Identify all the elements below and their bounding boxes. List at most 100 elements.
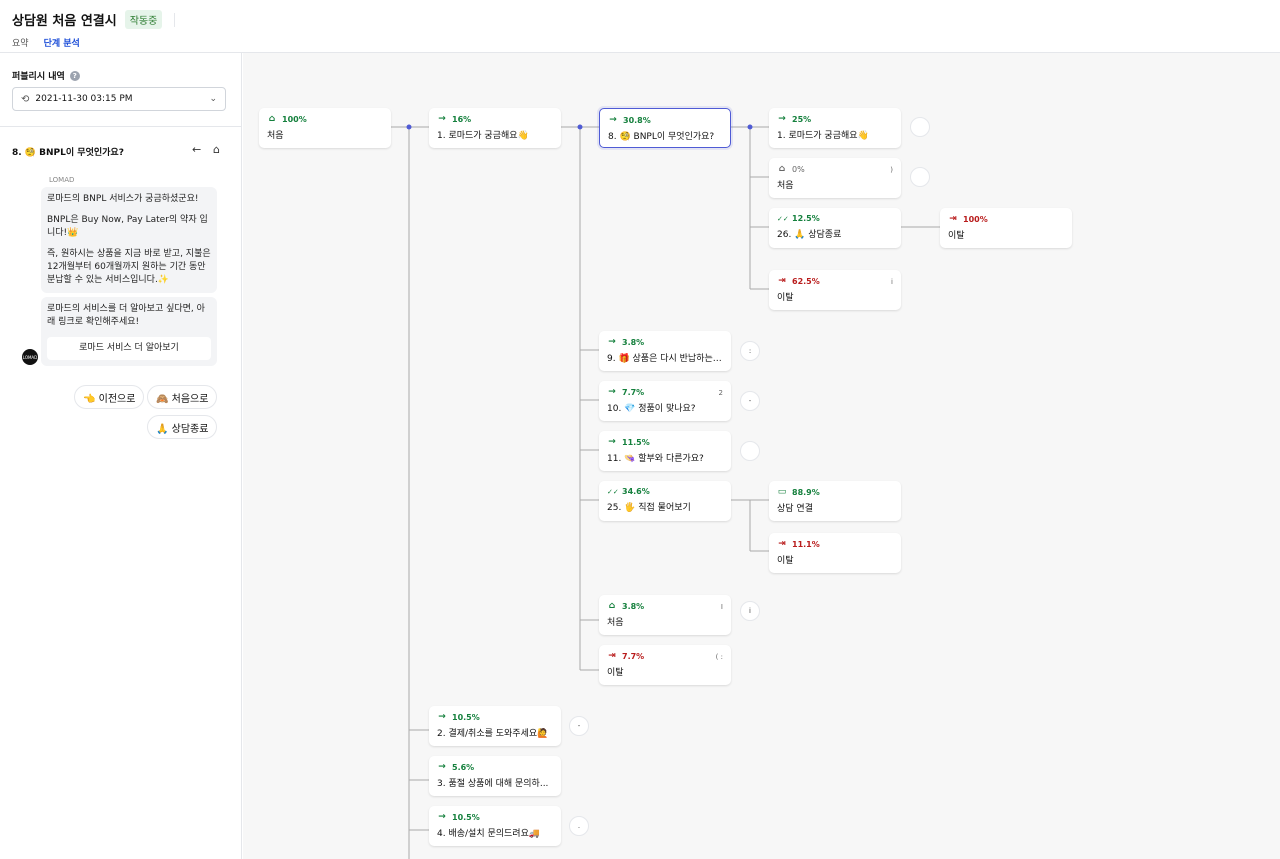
node-menu-glyph[interactable]: ) bbox=[890, 166, 893, 174]
home-icon: ⌂ bbox=[778, 164, 786, 174]
double-check-icon: ✓✓ bbox=[607, 487, 619, 496]
node-label: 이탈 bbox=[607, 668, 624, 678]
node-header: →7.7% bbox=[607, 387, 723, 397]
node-label: 1. 로마드가 궁금해요👋 bbox=[777, 131, 869, 141]
node-percentage: 0% bbox=[792, 164, 805, 174]
arrow-right-icon: → bbox=[438, 114, 446, 124]
exit-icon: ⇥ bbox=[608, 651, 616, 661]
node-header: →3.8% bbox=[607, 337, 723, 347]
arrow-right-icon: → bbox=[438, 712, 446, 722]
home-icon: ⌂ bbox=[268, 114, 276, 124]
node-header: →5.6% bbox=[437, 762, 553, 772]
quick-reply-prev[interactable]: 👈 이전으로 bbox=[74, 385, 145, 409]
node-label: 이탈 bbox=[948, 231, 965, 241]
service-link-button[interactable]: 로마드 서비스 더 알아보기 bbox=[47, 337, 211, 361]
node-label: 26. 🙏 상담종료 bbox=[777, 230, 842, 240]
home-icon[interactable]: ⌂ bbox=[213, 143, 220, 156]
node-header: →10.5% bbox=[437, 812, 553, 822]
node-label: 9. 🎁 상품은 다시 반납하는 ... bbox=[607, 354, 723, 364]
chat-bubble-with-link: 로마드의 서비스를 더 알아보고 싶다면, 아래 링크로 확인해주세요! 로마드… bbox=[41, 297, 217, 367]
tab-summary[interactable]: 요약 bbox=[12, 39, 29, 49]
node-header: ▭88.9% bbox=[777, 487, 893, 497]
node-header: ⇥100% bbox=[948, 214, 1064, 224]
node-header: ⌂3.8% bbox=[607, 601, 723, 611]
node-header: → 10.5% bbox=[437, 712, 553, 722]
arrow-right-icon: → bbox=[608, 437, 616, 447]
flow-node[interactable]: → 16% 1. 로마드가 궁금해요👋 bbox=[429, 108, 561, 148]
node-label: 처음 bbox=[267, 131, 284, 141]
message-text: 로마드의 BNPL 서비스가 궁금하셨군요! bbox=[47, 194, 199, 204]
node-label: 8. 🧐 BNPL이 무엇인가요? bbox=[608, 132, 715, 142]
flow-node[interactable]: ⌂ 0% 처음) bbox=[769, 158, 901, 198]
flow-node[interactable]: ⇥62.5% 이탈 i bbox=[769, 270, 901, 310]
add-step-button[interactable]: i bbox=[740, 601, 760, 621]
flow-node[interactable]: →11.5%11. 👒 할부와 다른가요? bbox=[599, 431, 731, 471]
flow-node[interactable]: ▭88.9% 상담 연결 bbox=[769, 481, 901, 521]
arrow-right-icon: → bbox=[778, 114, 786, 124]
flow-node[interactable]: ✓✓12.5% 26. 🙏 상담종료 bbox=[769, 208, 901, 248]
message-text: 즉, 원하시는 상품을 지금 바로 받고, 지불은 12개월부터 60개월까지 … bbox=[47, 249, 211, 286]
node-label: 처음 bbox=[607, 618, 624, 628]
publish-history-heading: 퍼블리시 내역 ? bbox=[12, 69, 80, 82]
page-title: 상담원 처음 연결시 bbox=[12, 14, 117, 29]
publish-date-value: 2021-11-30 03:15 PM bbox=[35, 94, 133, 104]
flow-node[interactable]: →10.5% 4. 배송/설치 문의드려요🚚 bbox=[429, 806, 561, 846]
node-menu-glyph[interactable]: ( : bbox=[715, 653, 723, 661]
node-percentage: 7.7% bbox=[622, 387, 645, 397]
node-header: ⌂100% bbox=[267, 114, 383, 124]
node-percentage: 12.5% bbox=[792, 214, 820, 223]
node-label: 이탈 bbox=[777, 293, 794, 303]
node-percentage: 10.5% bbox=[452, 712, 480, 722]
flow-node[interactable]: →30.8% 8. 🧐 BNPL이 무엇인가요? bbox=[599, 108, 731, 148]
add-step-button[interactable]: . bbox=[569, 816, 589, 836]
node-menu-glyph[interactable]: i bbox=[891, 278, 893, 286]
node-percentage: 30.8% bbox=[623, 115, 651, 125]
add-step-button[interactable] bbox=[910, 167, 930, 187]
flow-canvas[interactable]: ⌂100%처음→16%1. 로마드가 궁금해요👋→30.8%8. 🧐 BNPL이… bbox=[243, 53, 1280, 859]
back-arrow-icon[interactable]: ← bbox=[192, 143, 202, 156]
node-label: 1. 로마드가 궁금해요👋 bbox=[437, 131, 529, 141]
node-percentage: 62.5% bbox=[792, 276, 820, 286]
add-step-button[interactable]: : bbox=[740, 341, 760, 361]
add-step-button[interactable] bbox=[910, 117, 930, 137]
node-percentage: 16% bbox=[452, 114, 472, 124]
node-menu-glyph[interactable]: 2 bbox=[718, 389, 723, 397]
node-menu-glyph[interactable]: I bbox=[720, 603, 723, 611]
add-step-button[interactable] bbox=[740, 441, 760, 461]
flow-node[interactable]: ⌂3.8% 처음 I bbox=[599, 595, 731, 635]
quick-reply-home[interactable]: 🙈 처음으로 bbox=[147, 385, 218, 409]
node-header: ⇥62.5% bbox=[777, 276, 893, 286]
add-step-button[interactable]: - bbox=[740, 391, 760, 411]
flow-node[interactable]: →7.7%10. 💎 정품이 맞나요?2 bbox=[599, 381, 731, 421]
publish-history-label: 퍼블리시 내역 bbox=[12, 72, 65, 82]
node-header: ✓✓12.5% bbox=[777, 214, 893, 223]
node-percentage: 10.5% bbox=[452, 812, 480, 822]
node-percentage: 34.6% bbox=[622, 487, 650, 496]
flow-node[interactable]: →3.8% 9. 🎁 상품은 다시 반납하는 ... bbox=[599, 331, 731, 371]
flow-node[interactable]: →5.6%3. 품절 상품에 대해 문의하... bbox=[429, 756, 561, 796]
node-label: 2. 결제/취소를 도와주세요🙋 bbox=[437, 729, 549, 739]
quick-reply-end[interactable]: 🙏 상담종료 bbox=[147, 415, 218, 439]
publish-date-select[interactable]: ⟲ 2021-11-30 03:15 PM ⌄ bbox=[12, 87, 226, 111]
message-text: 로마드의 서비스를 더 알아보고 싶다면, 아래 링크로 확인해주세요! bbox=[47, 304, 205, 328]
chevron-down-icon: ⌄ bbox=[209, 94, 217, 104]
node-label: 4. 배송/설치 문의드려요🚚 bbox=[437, 829, 541, 839]
node-header: → 16% bbox=[437, 114, 553, 124]
flow-node[interactable]: ⌂100% 처음 bbox=[259, 108, 391, 148]
exit-icon: ⇥ bbox=[949, 214, 957, 224]
add-step-button[interactable]: - bbox=[569, 716, 589, 736]
inbox-icon: ▭ bbox=[777, 487, 787, 497]
node-header: →30.8% bbox=[608, 115, 722, 125]
bot-name: LOMAD bbox=[49, 176, 75, 184]
node-label: 처음 bbox=[777, 181, 794, 191]
node-header: →25% bbox=[777, 114, 893, 124]
node-label: 11. 👒 할부와 다른가요? bbox=[607, 454, 704, 464]
node-label: 상담 연결 bbox=[777, 504, 813, 514]
flow-node[interactable]: → 10.5% 2. 결제/취소를 도와주세요🙋 bbox=[429, 706, 561, 746]
flow-node[interactable]: →25% 1. 로마드가 궁금해요👋 bbox=[769, 108, 901, 148]
flow-node[interactable]: ✓✓34.6%25. 🖐 직접 물어보기 bbox=[599, 481, 731, 521]
flow-node[interactable]: ⇥100% 이탈 bbox=[940, 208, 1072, 248]
flow-node[interactable]: ⇥11.1%이탈 bbox=[769, 533, 901, 573]
flow-node[interactable]: ⇥7.7%이탈( : bbox=[599, 645, 731, 685]
help-icon[interactable]: ? bbox=[69, 70, 80, 81]
